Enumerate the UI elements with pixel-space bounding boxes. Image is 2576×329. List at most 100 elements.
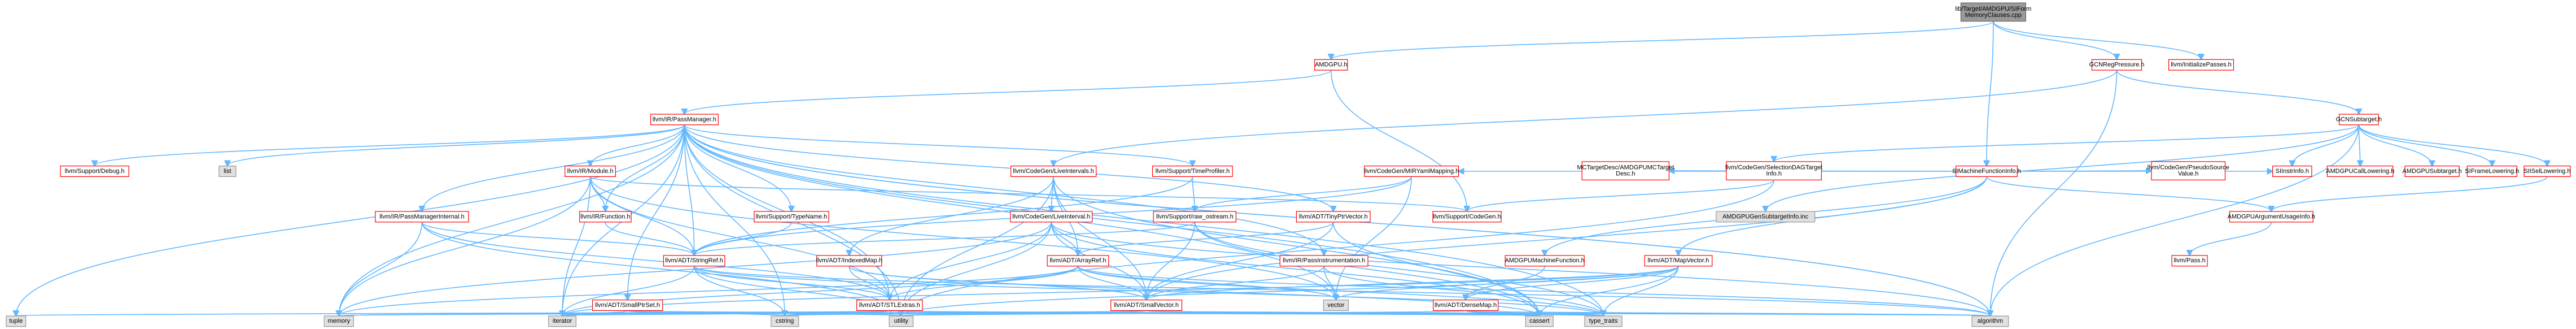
edge-passmanagerinternal-to-stringref [421, 222, 694, 256]
node-siisellowering[interactable]: SIISelLowering.h [2523, 166, 2570, 178]
node-gcnsubtarget[interactable]: GCNSubtarget.h [2336, 114, 2382, 125]
node-box-mctargetdesc [1581, 161, 1670, 180]
node-gcnregpressure[interactable]: GCNRegPressure.h [2089, 59, 2145, 71]
node-label-gensubtargetinfo-0: AMDGPUGenSubtargetInfo.inc [1722, 213, 1809, 220]
node-mirymlmapping[interactable]: llvm/CodeGen/MIRYamlMapping.h [1364, 166, 1459, 178]
node-box-typename [754, 211, 829, 223]
edge-root-to-simfi [1987, 21, 1994, 166]
node-gensubtargetinfo[interactable]: AMDGPUGenSubtargetInfo.inc [1716, 211, 1816, 223]
node-cassert[interactable]: cassert [1525, 315, 1554, 327]
edge-tinyptrvector-to-arrayref [1078, 222, 1334, 256]
edge-liveinterval-to-utility [901, 222, 1052, 316]
node-initpasses[interactable]: llvm/InitializePasses.h [2168, 59, 2234, 71]
edge-passmanager-to-support_debug [95, 124, 685, 166]
node-label-ir_module-0: llvm/IR/Module.h [567, 168, 614, 175]
node-box-list [218, 166, 237, 178]
node-passinstrumentation[interactable]: llvm/IR/PassInstrumentation.h [1279, 255, 1368, 267]
node-label-indexedmap-0: llvm/ADT/IndexedMap.h [816, 257, 882, 264]
node-ir_function[interactable]: llvm/IR/Function.h [579, 211, 632, 223]
node-box-stlextras [856, 299, 923, 311]
edge-tinyptrvector-to-smallvector [1147, 222, 1334, 300]
node-iterator[interactable]: iterator [548, 315, 576, 327]
node-amdgpusubtarget[interactable]: AMDGPUSubtarget.h [2403, 166, 2462, 178]
node-label-liveinterval-0: llvm/CodeGen/LiveInterval.h [1012, 213, 1090, 220]
edge-siisellowering-to-argusageinfo [2271, 176, 2548, 211]
node-label-mctargetdesc-0: MCTargetDesc/AMDGPUMCTarget [1577, 164, 1674, 171]
node-pass_h[interactable]: llvm/Pass.h [2171, 255, 2208, 267]
node-stlextras[interactable]: llvm/ADT/STLExtras.h [856, 299, 923, 311]
node-label-amdgpu_h-0: AMDGPU.h [1315, 62, 1347, 68]
node-raw_ostream[interactable]: llvm/Support/raw_ostream.h [1153, 211, 1236, 223]
node-box-siinstrinfo [2272, 166, 2312, 178]
edge-raw_ostream-to-stringref [694, 222, 1196, 256]
node-siinstrinfo[interactable]: SIInstrInfo.h [2272, 166, 2312, 178]
node-vector[interactable]: vector [1323, 299, 1349, 311]
edge-ir_function-to-stringref [605, 222, 694, 256]
node-tuple[interactable]: tuple [6, 315, 27, 327]
node-siframelowering[interactable]: SIFrameLowering.h [2465, 166, 2519, 178]
node-label-densemap-0: llvm/ADT/DenseMap.h [1434, 302, 1497, 309]
edge-arrayref-to-stlextras [890, 266, 1079, 300]
node-support_codegen[interactable]: llvm/Support/CodeGen.h [1432, 211, 1502, 223]
node-label-typename-0: llvm/Support/TypeName.h [756, 213, 828, 220]
node-box-iterator [548, 315, 576, 327]
node-densemap[interactable]: llvm/ADT/DenseMap.h [1433, 299, 1499, 311]
node-box-passmanager [650, 114, 719, 125]
node-box-ir_module [565, 166, 616, 178]
node-box-callowering [2326, 166, 2394, 178]
edge-root-to-initpasses [1993, 21, 2201, 60]
node-box-amdgpu_h [1314, 59, 1348, 71]
node-arrayref[interactable]: llvm/ADT/ArrayRef.h [1047, 255, 1109, 267]
edge-argusageinfo-to-pass_h [2190, 222, 2272, 256]
edge-gcnregpressure-to-gcnsubtarget [2116, 70, 2359, 114]
edge-raw_ostream-to-type_traits [1194, 222, 1603, 316]
node-label-mirymlmapping-0: llvm/CodeGen/MIRYamlMapping.h [1364, 168, 1459, 175]
edge-liveinterval-to-algorithm [1051, 222, 1990, 316]
edge-simfi-to-mapvector [1678, 176, 1987, 256]
node-support_debug[interactable]: llvm/Support/Debug.h [60, 166, 129, 178]
edge-passmanager-to-memory [339, 124, 685, 316]
node-box-algorithm [1971, 315, 2009, 327]
node-label-support_debug-0: llvm/Support/Debug.h [65, 168, 125, 175]
node-simfi[interactable]: SIMachineFunctionInfo.h [1952, 166, 2021, 178]
node-amdgpu_h[interactable]: AMDGPU.h [1314, 59, 1348, 71]
node-label-livintervals-0: llvm/CodeGen/LiveIntervals.h [1013, 168, 1094, 175]
node-utility[interactable]: utility [889, 315, 914, 327]
node-box-indexedmap [816, 255, 882, 267]
node-cstring[interactable]: cstring [771, 315, 799, 327]
node-callowering[interactable]: AMDGPUCallLowering.h [2326, 166, 2394, 178]
node-typename[interactable]: llvm/Support/TypeName.h [754, 211, 829, 223]
edge-ir_module-to-support_codegen [589, 176, 1467, 211]
node-memory[interactable]: memory [323, 315, 354, 327]
node-list[interactable]: list [218, 166, 237, 178]
node-liveinterval[interactable]: llvm/CodeGen/LiveInterval.h [1010, 211, 1093, 223]
node-smallptrset[interactable]: llvm/ADT/SmallPtrSet.h [592, 299, 663, 311]
edge-smallvector-to-cstring [785, 311, 1147, 316]
node-mapvector[interactable]: llvm/ADT/MapVector.h [1644, 255, 1713, 267]
node-label-arrayref-0: llvm/ADT/ArrayRef.h [1049, 257, 1106, 264]
node-indexedmap[interactable]: llvm/ADT/IndexedMap.h [816, 255, 882, 267]
node-livintervals[interactable]: llvm/CodeGen/LiveIntervals.h [1010, 166, 1097, 178]
node-box-tinyptrvector [1296, 211, 1371, 223]
node-box-stringref [663, 255, 725, 267]
node-box-vector [1323, 299, 1349, 311]
node-timeprofiler[interactable]: llvm/Support/TimeProfiler.h [1152, 166, 1233, 178]
node-argusageinfo[interactable]: AMDGPUArgumentUsageInfo.h [2228, 211, 2315, 223]
node-box-gcnregpressure [2091, 59, 2142, 71]
node-passmanager[interactable]: llvm/IR/PassManager.h [650, 114, 719, 125]
edge-amdgpu_h-to-passmanager [684, 70, 1332, 114]
node-type_traits[interactable]: type_traits [1584, 315, 1622, 327]
node-box-seldagtargetinfo [1726, 161, 1822, 180]
edge-arrayref-to-memory [339, 266, 1079, 316]
node-smallvector[interactable]: llvm/ADT/SmallVector.h [1110, 299, 1183, 311]
node-amdgpumfi[interactable]: AMDGPUMachineFunction.h [1505, 255, 1585, 267]
node-tinyptrvector[interactable]: llvm/ADT/TinyPtrVector.h [1296, 211, 1371, 223]
node-ir_module[interactable]: llvm/IR/Module.h [565, 166, 616, 178]
node-passmanagerinternal[interactable]: llvm/IR/PassManagerInternal.h [375, 211, 469, 223]
node-algorithm[interactable]: algorithm [1971, 315, 2009, 327]
node-stringref[interactable]: llvm/ADT/StringRef.h [663, 255, 725, 267]
node-label-siinstrinfo-0: SIInstrInfo.h [2276, 168, 2309, 175]
